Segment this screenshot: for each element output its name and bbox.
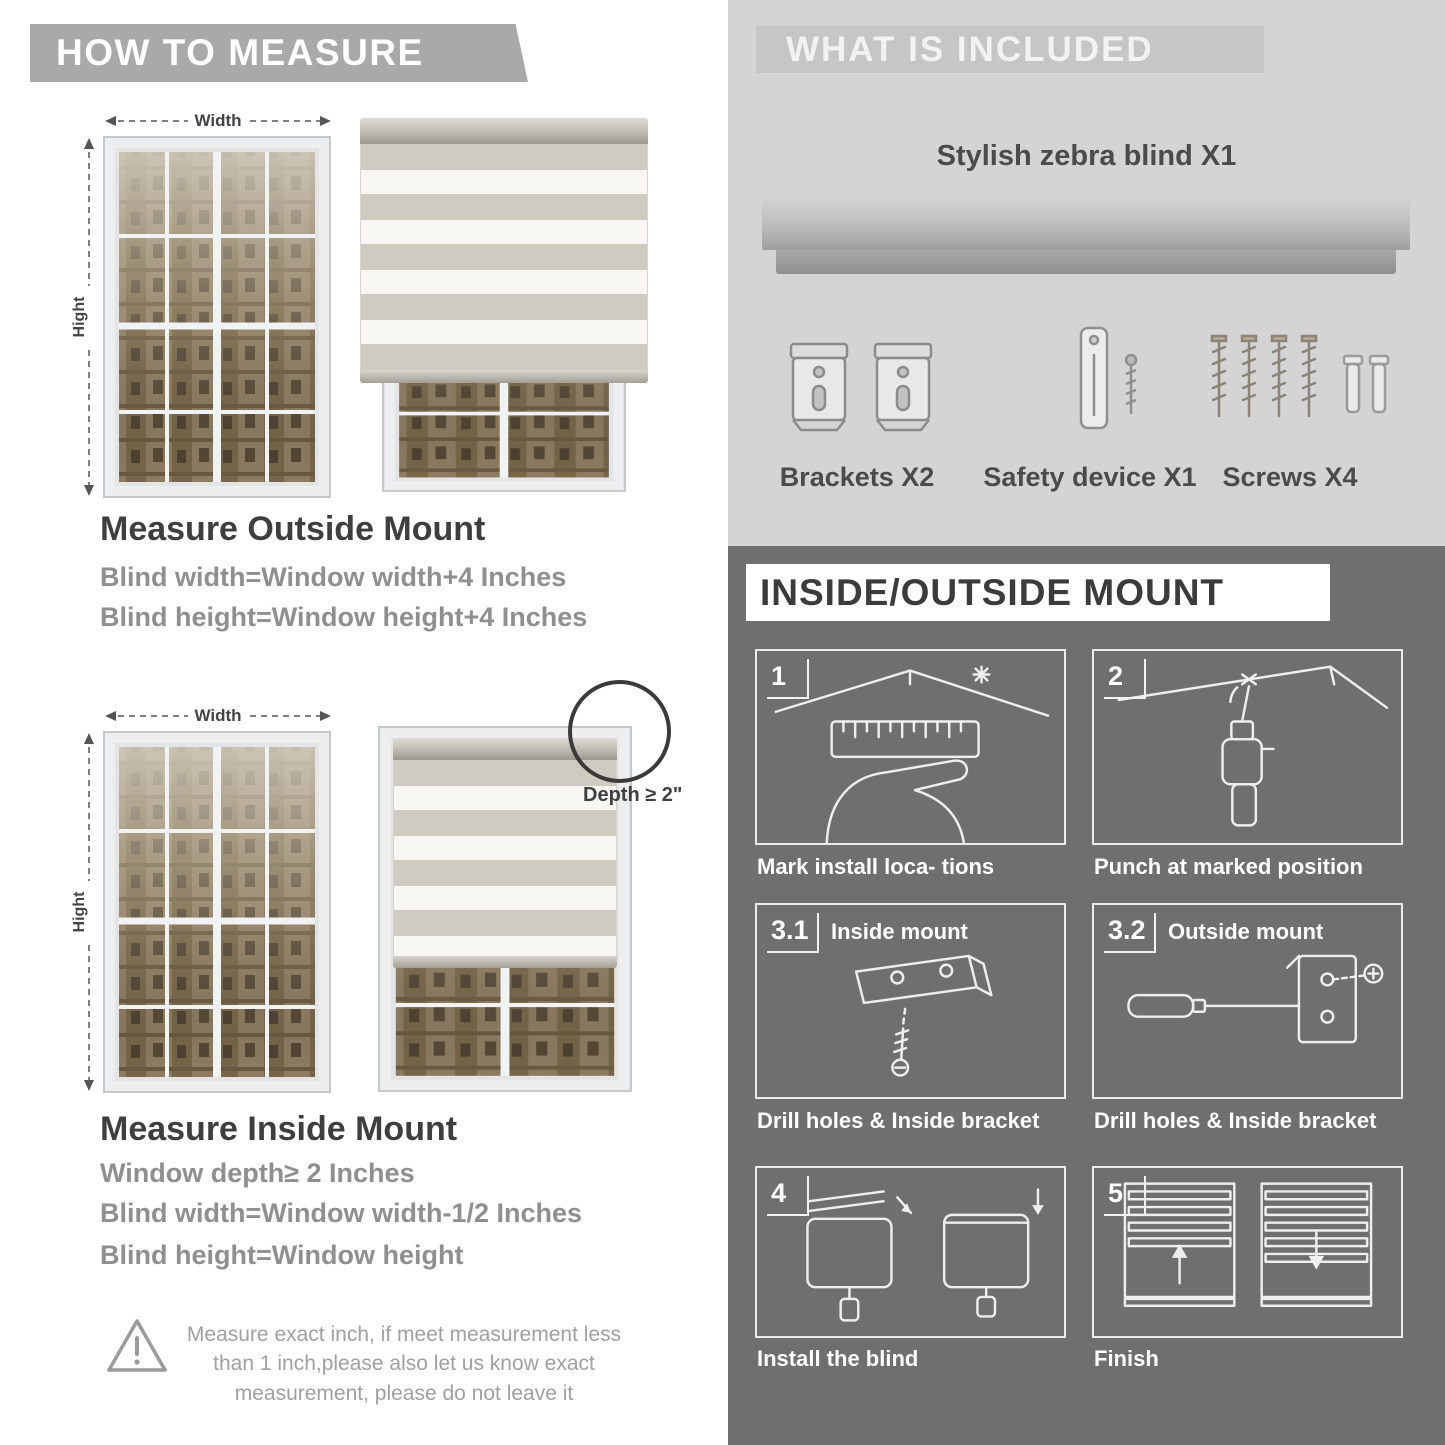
height-arrow: Hight [72, 138, 98, 496]
inside-mount-line1: Window depth≥ 2 Inches [100, 1158, 415, 1188]
mount-header: INSIDE/OUTSIDE MOUNT [746, 564, 1330, 621]
what-is-included-header: WHAT IS INCLUDED [756, 26, 1264, 73]
window-illustration-inside [103, 731, 331, 1093]
step-number: 4 [767, 1176, 809, 1216]
step-panel-4: 4 [755, 1166, 1066, 1338]
mount-title: INSIDE/OUTSIDE MOUNT [760, 571, 1225, 613]
step-number: 2 [1104, 659, 1146, 699]
step-caption-5: Finish [1094, 1346, 1159, 1371]
inside-mount-line2: Blind width=Window width-1/2 Inches [100, 1198, 583, 1228]
width-label: Width [194, 111, 241, 130]
screws-label: Screws X4 [1222, 462, 1358, 492]
safety-device-label: Safety device X1 [983, 462, 1197, 492]
warning-icon [107, 1319, 167, 1372]
step-panel-5: 5 [1092, 1166, 1403, 1338]
step-title: Outside mount [1168, 919, 1324, 944]
step-title: Inside mount [831, 919, 968, 944]
width-arrow: Width [105, 703, 331, 727]
step-caption-1: Mark install loca- tions [757, 854, 995, 879]
blind-bottomrail [393, 956, 617, 968]
outside-mount-blind-figure [360, 118, 648, 492]
outside-mount-line1: Blind width=Window width+4 Inches [100, 562, 567, 592]
measure-warning-text: Measure exact inch, if meet measurement … [186, 1323, 622, 1405]
step-caption-3-2: Drill holes & Inside bracket [1094, 1108, 1377, 1133]
step-panel-2: 2 [1092, 649, 1403, 845]
width-label: Width [194, 706, 241, 725]
step-panel-3-1: 3.1 Inside mount [755, 903, 1066, 1099]
zebra-blind-illustration [393, 738, 617, 968]
outside-mount-line2: Blind height=Window height+4 Inches [100, 602, 588, 632]
step-caption-3-1: Drill holes & Inside bracket [757, 1108, 1040, 1133]
blind-headrail [393, 738, 617, 760]
blind-bottomrail [360, 370, 648, 383]
step-caption-4: Install the blind [757, 1346, 919, 1371]
depth-label: Depth ≥ 2" [583, 784, 683, 806]
drill-illustration [1117, 665, 1389, 827]
mount-steps-section: INSIDE/OUTSIDE MOUNT 1 Mark install loca… [728, 546, 1445, 1445]
inside-mount-line3: Blind height=Window height [100, 1240, 464, 1270]
inside-mount-title: Measure Inside Mount [100, 1110, 458, 1148]
screws-icon [1210, 334, 1390, 418]
brackets-icon [789, 342, 933, 432]
blind-stripes [360, 144, 648, 370]
height-label: Hight [72, 296, 88, 338]
install-blind-illustration [806, 1188, 1044, 1322]
what-is-included-section: WHAT IS INCLUDED Stylish zebra blind X1 [728, 0, 1445, 546]
step-number: 3.1 [767, 913, 819, 953]
how-to-measure-title: HOW TO MEASURE [56, 32, 424, 73]
inside-mount-blind-figure [378, 726, 632, 1092]
step-panel-3-2: 3.2 Outside mount [1092, 903, 1403, 1099]
headrail-illustration [762, 198, 1410, 250]
how-to-measure-header: HOW TO MEASURE [30, 24, 528, 82]
step-number: 1 [767, 659, 809, 699]
step-number: 3.2 [1104, 913, 1156, 953]
what-is-included-title: WHAT IS INCLUDED [786, 29, 1154, 69]
depth-detail-circle [568, 680, 671, 783]
headrail-valance [776, 250, 1396, 274]
step-caption-2: Punch at marked position [1094, 854, 1363, 879]
blind-headrail [360, 118, 648, 144]
mark-locations-illustration [774, 665, 1050, 843]
outside-mount-title: Measure Outside Mount [100, 510, 486, 548]
height-label: Hight [72, 891, 88, 933]
finish-illustration [1123, 1182, 1373, 1307]
step-number: 5 [1104, 1176, 1146, 1216]
height-arrow: Hight [72, 733, 98, 1091]
outside-bracket-illustration [1127, 954, 1384, 1044]
zebra-blind-illustration [360, 118, 648, 383]
step-panel-1: 1 [755, 649, 1066, 845]
window-illustration-outside [103, 136, 331, 498]
inside-bracket-illustration [854, 954, 993, 1077]
safety-device-icon [1079, 326, 1138, 430]
width-arrow: Width [105, 108, 331, 132]
brackets-label: Brackets X2 [779, 462, 935, 492]
blind-quantity-label: Stylish zebra blind X1 [936, 140, 1237, 172]
blind-stripes [393, 760, 617, 956]
